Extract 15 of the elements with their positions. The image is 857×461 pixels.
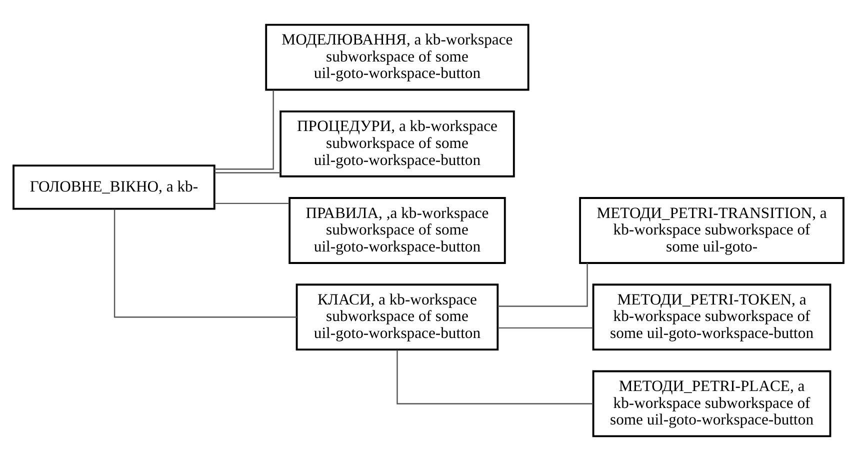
connector (498, 327, 593, 329)
node-box: МЕТОДИ_PETRI-TRANSITION, a kb-workspace subworkspace of some uil-goto- (579, 197, 844, 264)
node-box: МЕТОДИ_PETRI-TOKEN, a kb-workspace subworkspace of some uil-goto-workspace-button (592, 284, 832, 351)
node-box: МЕТОДИ_PETRI-PLACE, a kb-workspace subworkspace of some uil-goto-workspace-button (592, 370, 832, 438)
connector (114, 209, 297, 318)
connector (214, 172, 280, 174)
node-box: КЛАСИ, a kb-workspace subworkspace of some uil-goto-workspace-button (296, 284, 499, 351)
connector (498, 263, 588, 307)
node-box: ПРАВИЛА, ,a kb-workspace subworkspace of some uil-goto-workspace-button (288, 197, 506, 264)
node-box: ГОЛОВНЕ_ВІКНО, a kb- (12, 164, 216, 210)
connector (214, 90, 274, 170)
node-box: МОДЕЛЮВАННЯ, a kb-workspace subworkspace of some uil-goto-workspace-button (265, 24, 530, 91)
connector (214, 202, 290, 204)
node-box: ПРОЦЕДУРИ, a kb-workspace subworkspace of some uil-goto-workspace-button (280, 110, 515, 178)
connector (396, 350, 593, 404)
